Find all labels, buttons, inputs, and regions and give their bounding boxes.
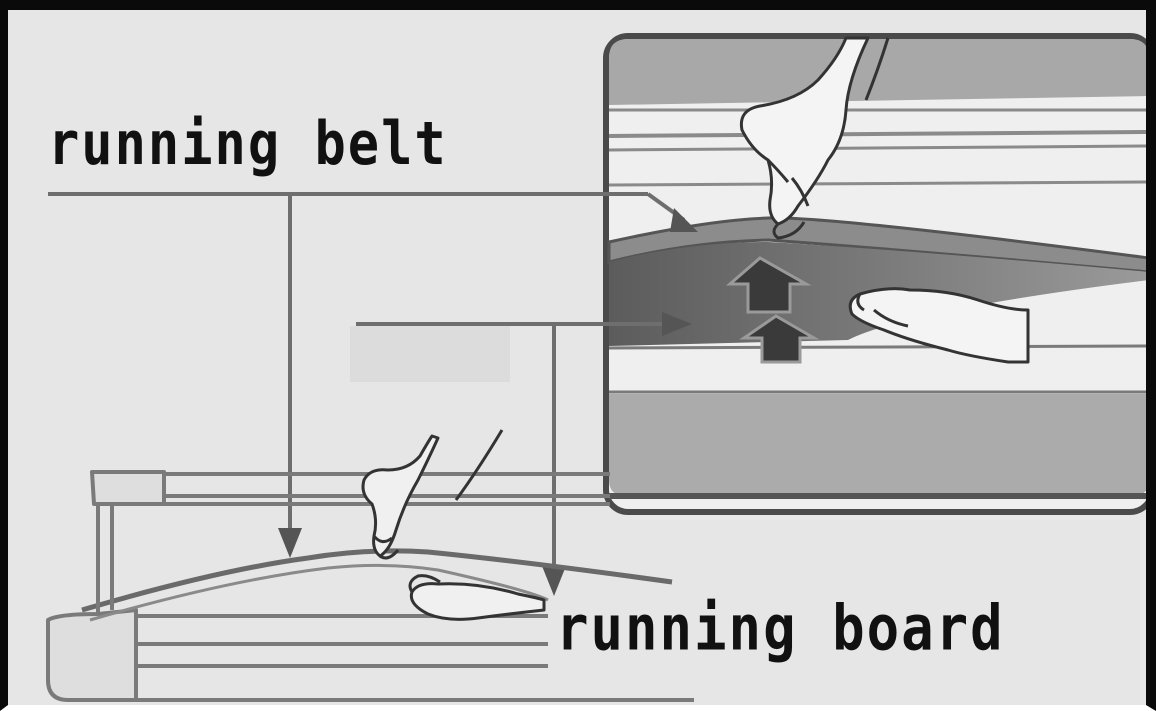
diagram-drawing [46, 33, 1146, 702]
board-pointer-arrow [542, 566, 566, 596]
up-arrow-icon [739, 314, 820, 364]
inset-board-arrow [662, 312, 692, 336]
treadmill-side-view [46, 470, 694, 702]
inset-top-band [609, 39, 1146, 105]
hand-lifting-belt-icon [739, 36, 890, 240]
belt-pointer-arrow [278, 528, 302, 558]
running-board-label: running board [556, 592, 1005, 665]
background-patch [350, 326, 510, 382]
hand-pushing-icon [408, 574, 546, 621]
inset-zoom-panel [603, 33, 1146, 515]
arrowheads [278, 208, 698, 596]
up-arrow-icon [725, 256, 812, 314]
inset-lifted-belt [607, 216, 1146, 274]
hand-pushing-icon [848, 287, 1030, 364]
hand-lifting-belt-icon [361, 429, 504, 560]
inset-bottom-band [609, 394, 1146, 496]
running-belt-label: running belt [48, 110, 448, 179]
inset-belt-arrow [670, 208, 698, 232]
